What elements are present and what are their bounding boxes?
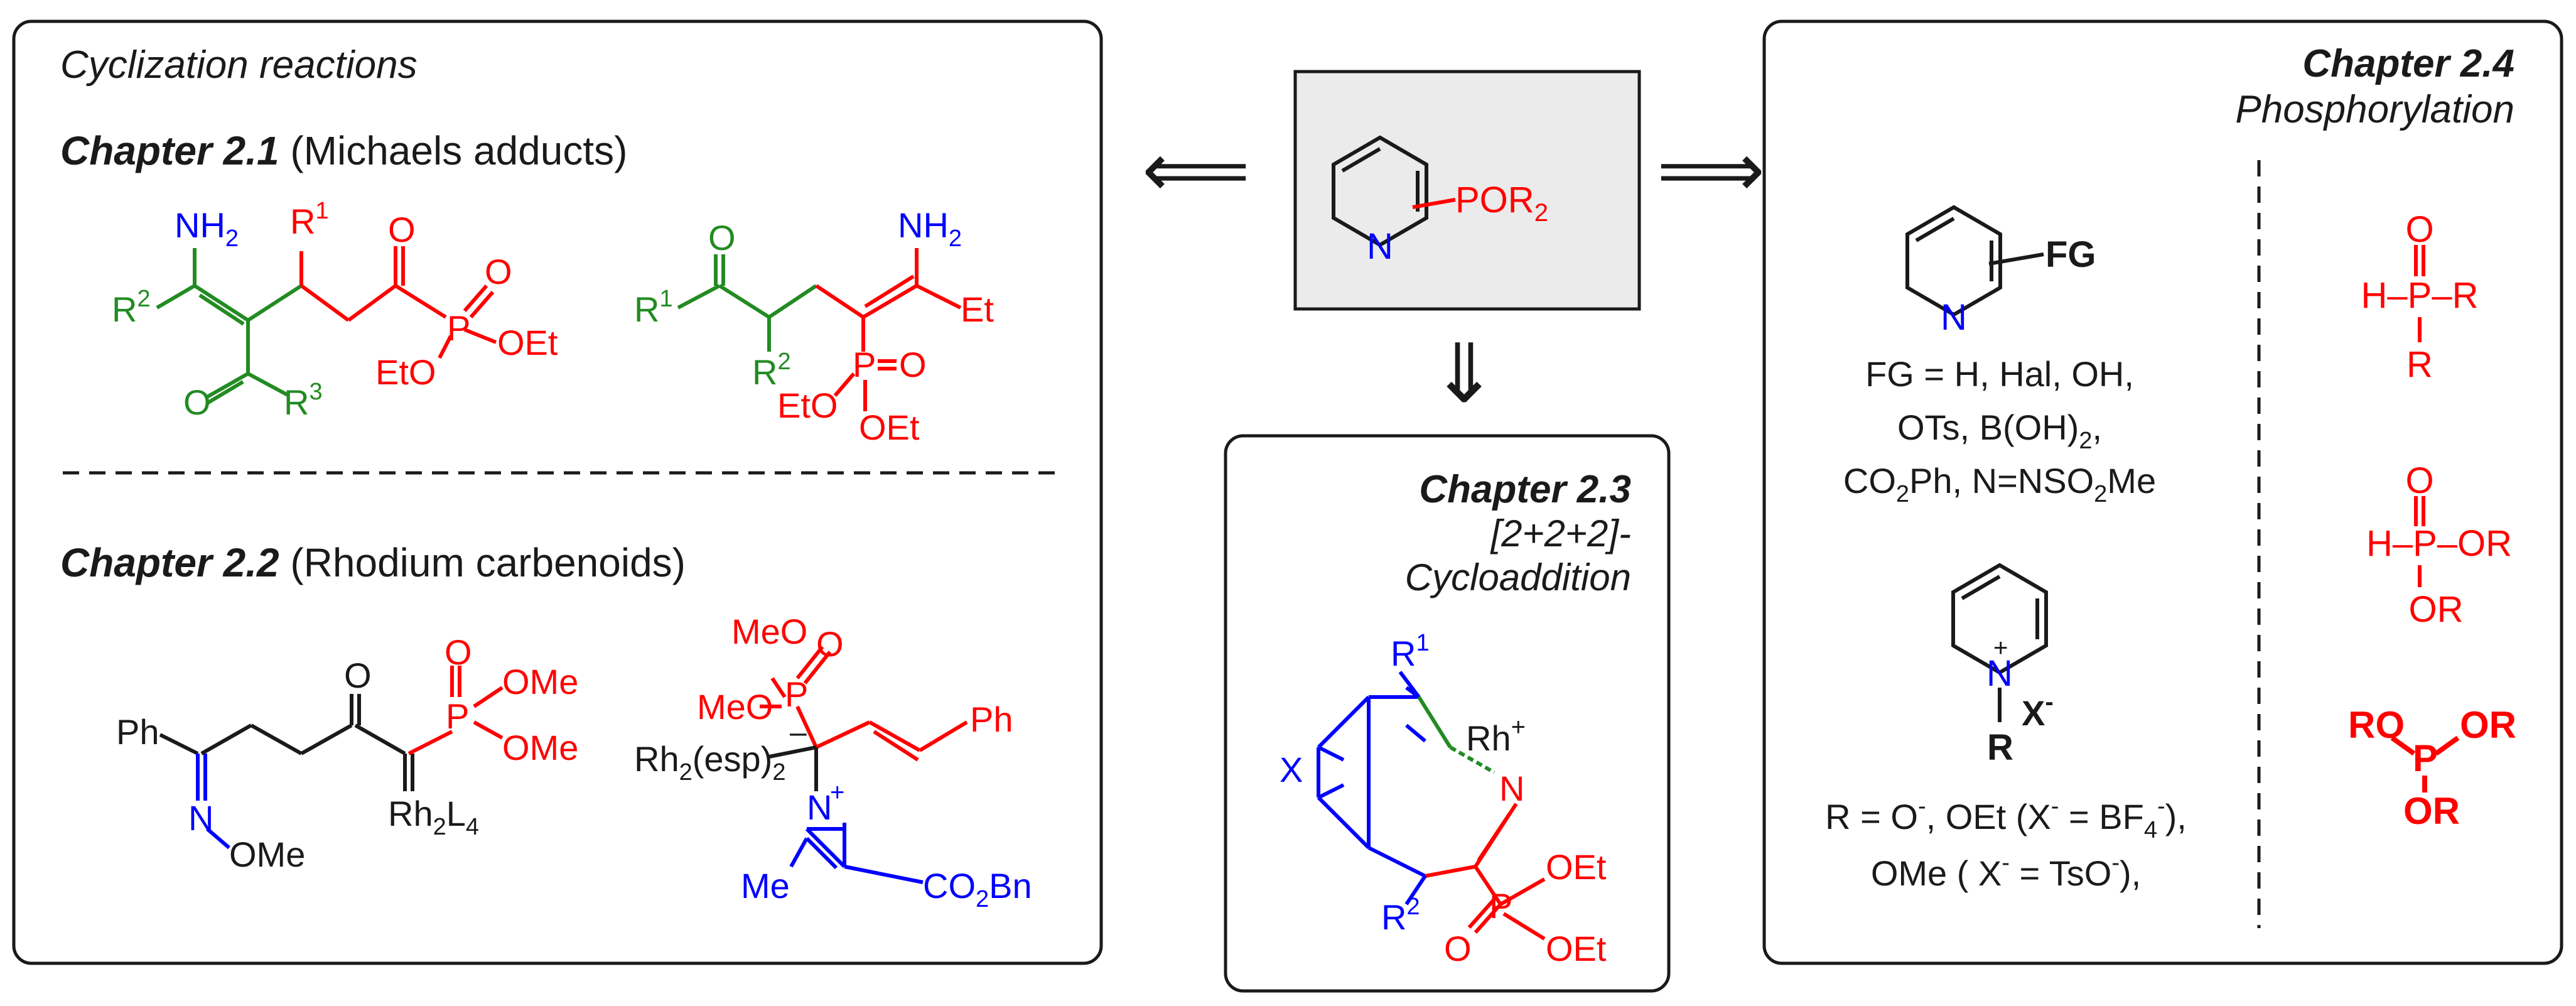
chapter22-heading: Chapter 2.2 (Rhodium carbenoids): [60, 540, 686, 585]
michael-adduct-1: [156, 246, 497, 405]
c23-n: N: [1499, 769, 1524, 808]
left-panel-title: Cyclization reactions: [60, 43, 418, 87]
phosphine-oxide: [2414, 245, 2425, 342]
rc1-rh: Rh2L4: [388, 794, 479, 840]
rc2-p: P: [785, 674, 808, 714]
rc2-ph: Ph: [970, 700, 1013, 739]
center-reagent-box: [1293, 70, 1641, 311]
ma2-o-p: O: [899, 345, 927, 384]
rc1-ome-2: OMe: [502, 728, 578, 767]
ma1-o-p: O: [485, 252, 512, 291]
rc2-meo-1: MeO: [731, 612, 807, 651]
ma2-r1: R1: [634, 286, 673, 329]
phosphine-oxide-o: O: [2405, 209, 2433, 250]
c23-r2: R2: [1381, 894, 1420, 937]
ma2-nh2: NH2: [898, 205, 962, 252]
rc1-o-p: O: [445, 632, 472, 672]
rc1-o: O: [344, 656, 372, 695]
phosphite-p: P: [2413, 737, 2438, 779]
rc2-co2bn: CO2Bn: [923, 866, 1032, 912]
left-panel-frame: [12, 19, 1103, 965]
michael-adduct-2: [677, 248, 962, 411]
rc1-p: P: [446, 696, 469, 736]
phosphonate-o: O: [2405, 460, 2433, 501]
center-p-bond: [1412, 198, 1456, 209]
chapter24-subtitle: Phosphorylation: [2235, 88, 2514, 131]
phosphine-oxide-r: R: [2406, 344, 2433, 385]
ma2-o: O: [708, 218, 736, 257]
ma1-eto: EtO: [375, 352, 436, 392]
phosphite-ro: RO: [2348, 704, 2405, 746]
ma1-r2: R2: [112, 286, 151, 329]
ma1-nh2: NH2: [175, 205, 239, 252]
c23-rh: Rh+: [1466, 713, 1526, 758]
rc2-me: Me: [741, 866, 790, 906]
chapter23-heading: Chapter 2.3: [1419, 468, 1631, 511]
pyridinium-plus: +: [1993, 634, 2008, 662]
ma1-p: P: [447, 308, 470, 348]
pyridinium-r: R: [1987, 727, 2013, 768]
phosphonate-or: OR: [2409, 589, 2464, 630]
fg-line3: CO2Ph, N=NSO2Me: [1843, 461, 2156, 507]
ma1-r1: R1: [290, 198, 329, 241]
c23-x: X: [1280, 750, 1303, 789]
c23-oet-2: OEt: [1546, 929, 1607, 968]
ma2-p: P: [853, 345, 876, 384]
rh-carbenoid-2: [760, 646, 968, 884]
ma2-eto: EtO: [777, 386, 838, 425]
rc2-meo-2: MeO: [697, 687, 773, 727]
r-line1: R = O-, OEt (X- = BF4-),: [1825, 793, 2187, 843]
rc2-minus: –: [790, 716, 807, 749]
c23-o: O: [1444, 929, 1472, 968]
pyridinium-n: N: [1986, 653, 2013, 694]
rc2-rh: Rh2(esp)2: [634, 739, 785, 786]
chapter24-panel-frame: [1762, 19, 2563, 965]
ma1-r3: R3: [284, 379, 323, 422]
ma1-o: O: [183, 382, 211, 422]
down-arrow: ⇓: [1430, 328, 1499, 419]
fg-pyridine: [1905, 205, 2044, 317]
fg-line1: FG = H, Hal, OH,: [1865, 354, 2134, 394]
rc1-ome-1: OMe: [502, 662, 578, 701]
rh-carbenoid-1: [159, 666, 504, 850]
phosphite-or-1: OR: [2460, 704, 2516, 746]
rc1-ph: Ph: [116, 712, 159, 752]
c23-r1: R1: [1391, 630, 1430, 673]
rc2-o: O: [816, 624, 844, 664]
center-formula: POR2: [1455, 180, 1548, 227]
chapter23-line1: [2+2+2]-: [1489, 512, 1631, 554]
left-arrow: ⟸: [1142, 128, 1250, 212]
rc1-n: N: [188, 798, 213, 838]
fg-label: FG: [2045, 234, 2096, 275]
r-line2: OMe ( X- = TsO-),: [1871, 850, 2141, 893]
phosphine-oxide-main: H–P–R: [2361, 275, 2479, 316]
ma1-o-keto: O: [388, 210, 416, 249]
pyridinium-x: X-: [2022, 688, 2054, 733]
ma2-r2: R2: [752, 349, 791, 392]
c23-p: P: [1489, 886, 1512, 926]
pyridinium: [1951, 563, 2048, 722]
rc2-n-plus: +: [830, 779, 844, 806]
right-arrow: ⟹: [1657, 128, 1765, 212]
chapter23-panel-frame: [1224, 434, 1671, 993]
fg-pyridine-n: N: [1941, 297, 1967, 338]
fg-line2: OTs, B(OH)2,: [1897, 408, 2102, 454]
phosphonate-main: H–P–OR: [2366, 523, 2512, 564]
cycloaddition-product: [1317, 671, 1546, 941]
chapter21-heading: Chapter 2.1 (Michaels adducts): [60, 128, 627, 173]
ma2-oet: OEt: [859, 408, 920, 447]
rc2-n: N: [807, 787, 832, 827]
rc1-ome: OMe: [229, 835, 305, 874]
chapter24-heading: Chapter 2.4: [2302, 42, 2514, 85]
center-pyridine-n: N: [1367, 226, 1393, 267]
chapter23-line2: Cycloaddition: [1405, 556, 1631, 598]
phosphite: [2390, 735, 2460, 792]
phosphonate: [2414, 496, 2425, 587]
ma2-et: Et: [961, 289, 994, 329]
phosphite-or-2: OR: [2403, 790, 2460, 832]
c23-oet-1: OEt: [1546, 847, 1607, 887]
ma1-oet: OEt: [497, 323, 558, 362]
